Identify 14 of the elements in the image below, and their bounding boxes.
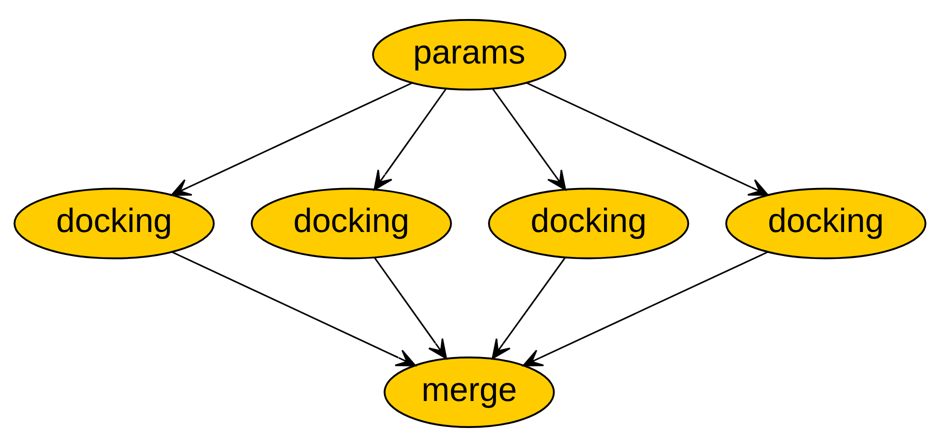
arrow	[492, 88, 566, 190]
node-ellipse: docking	[725, 188, 926, 260]
arrow	[170, 82, 412, 196]
arrow	[492, 256, 566, 360]
node-ellipse: merge	[384, 356, 555, 428]
arrow	[526, 82, 769, 196]
node-ellipse: docking	[488, 188, 690, 260]
node-ellipse: docking	[14, 188, 215, 260]
arrow	[171, 251, 416, 366]
node-ellipse: params	[372, 19, 566, 90]
arrow	[374, 256, 448, 360]
node-ellipse: docking	[250, 188, 452, 260]
arrow	[522, 251, 768, 366]
arrow	[374, 88, 447, 190]
